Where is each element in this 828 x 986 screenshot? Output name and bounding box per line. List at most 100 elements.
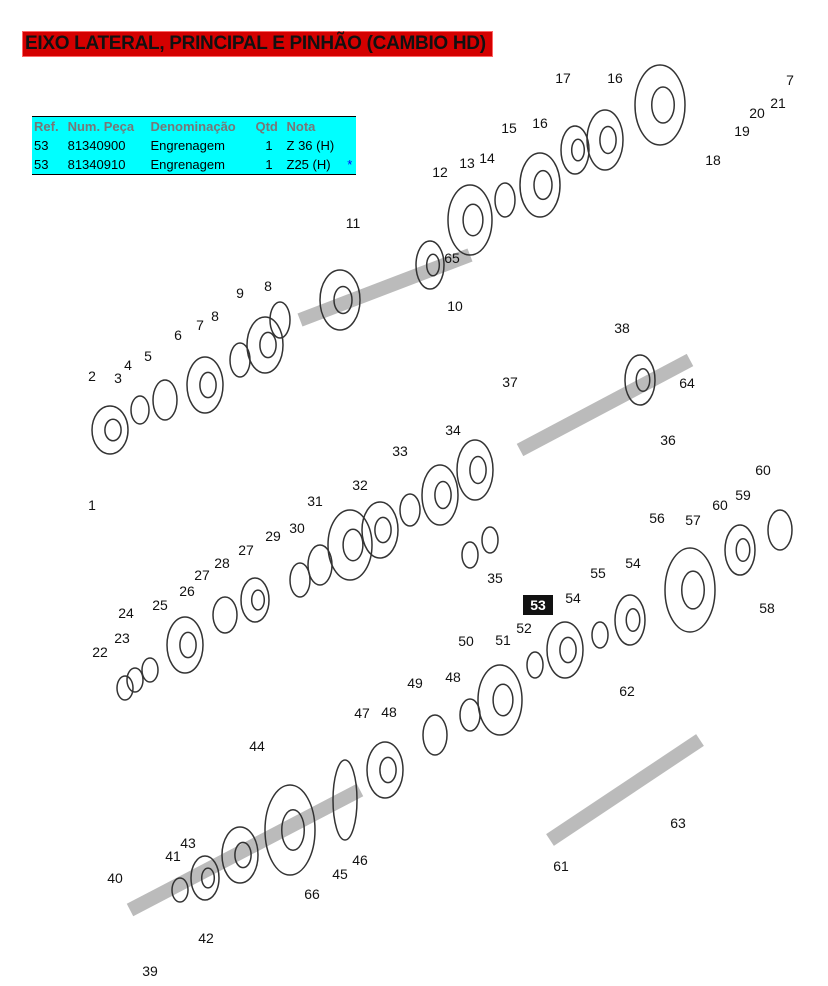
callout-8[interactable]: 8: [264, 278, 272, 294]
callout-4[interactable]: 4: [124, 357, 132, 373]
callout-9[interactable]: 9: [236, 285, 244, 301]
callout-21[interactable]: 21: [770, 95, 786, 111]
callout-66[interactable]: 66: [304, 886, 320, 902]
gear-bore: [533, 169, 553, 201]
callout-37[interactable]: 37: [502, 374, 518, 390]
callout-50[interactable]: 50: [458, 633, 474, 649]
callout-15[interactable]: 15: [501, 120, 517, 136]
callout-16[interactable]: 16: [607, 70, 623, 86]
callout-28[interactable]: 28: [214, 555, 230, 571]
callout-47[interactable]: 47: [354, 705, 370, 721]
callout-26[interactable]: 26: [179, 583, 195, 599]
callout-48[interactable]: 48: [445, 669, 461, 685]
callout-51[interactable]: 51: [495, 632, 511, 648]
svg-text:19: 19: [734, 123, 750, 139]
callout-43[interactable]: 43: [180, 835, 196, 851]
table-row[interactable]: 53 81340900 Engrenagem 1 Z 36 (H): [32, 136, 356, 155]
callout-60[interactable]: 60: [712, 497, 728, 513]
callout-56[interactable]: 56: [649, 510, 665, 526]
callout-40[interactable]: 40: [107, 870, 123, 886]
callout-41[interactable]: 41: [165, 848, 181, 864]
callout-36[interactable]: 36: [660, 432, 676, 448]
callout-12[interactable]: 12: [432, 164, 448, 180]
callout-62[interactable]: 62: [619, 683, 635, 699]
callout-61[interactable]: 61: [553, 858, 569, 874]
callout-8[interactable]: 8: [211, 308, 219, 324]
callout-27[interactable]: 27: [194, 567, 210, 583]
callout-24[interactable]: 24: [118, 605, 134, 621]
gear-bore: [651, 86, 675, 124]
svg-text:62: 62: [619, 683, 635, 699]
callout-27[interactable]: 27: [238, 542, 254, 558]
svg-text:51: 51: [495, 632, 511, 648]
callout-31[interactable]: 31: [307, 493, 323, 509]
callout-59[interactable]: 59: [735, 487, 751, 503]
gear-bore: [570, 138, 586, 162]
callout-7[interactable]: 7: [196, 317, 204, 333]
callout-32[interactable]: 32: [352, 477, 368, 493]
callout-54[interactable]: 54: [565, 590, 581, 606]
callout-11[interactable]: 11: [346, 215, 361, 231]
svg-text:7: 7: [196, 317, 204, 333]
callout-16[interactable]: 16: [532, 115, 548, 131]
callout-25[interactable]: 25: [152, 597, 168, 613]
callout-49[interactable]: 49: [407, 675, 423, 691]
callout-48[interactable]: 48: [381, 704, 397, 720]
svg-text:22: 22: [92, 644, 108, 660]
cell-part: 81340910: [67, 157, 126, 172]
svg-text:11: 11: [346, 215, 361, 231]
svg-text:6: 6: [174, 327, 182, 343]
gear-part: [319, 269, 361, 331]
gear-part: [366, 741, 404, 799]
callout-57[interactable]: 57: [685, 512, 701, 528]
col-part-number: Num. Peça: [67, 119, 135, 134]
callout-13[interactable]: 13: [459, 155, 475, 171]
callout-2[interactable]: 2: [88, 368, 96, 384]
callout-1[interactable]: 1: [88, 497, 96, 513]
callout-53[interactable]: 53: [523, 595, 553, 615]
callout-19[interactable]: 19: [734, 123, 750, 139]
table-row[interactable]: 53 81340910 Engrenagem 1 Z25 (H) *: [32, 155, 356, 175]
callout-52[interactable]: 52: [516, 620, 532, 636]
callout-30[interactable]: 30: [289, 520, 305, 536]
callout-34[interactable]: 34: [445, 422, 461, 438]
callout-29[interactable]: 29: [265, 528, 281, 544]
callout-55[interactable]: 55: [590, 565, 606, 581]
callout-18[interactable]: 18: [705, 152, 721, 168]
callout-63[interactable]: 63: [670, 815, 686, 831]
callout-35[interactable]: 35: [487, 570, 503, 586]
callout-65[interactable]: 65: [444, 250, 460, 266]
cell-ref: 53: [34, 157, 49, 172]
svg-text:4: 4: [124, 357, 132, 373]
gear-bore: [681, 570, 705, 610]
callout-42[interactable]: 42: [198, 930, 214, 946]
callout-33[interactable]: 33: [392, 443, 408, 459]
gear-part: [447, 184, 493, 256]
svg-text:53: 53: [530, 597, 546, 613]
callout-17[interactable]: 17: [555, 70, 571, 86]
callout-20[interactable]: 20: [749, 105, 765, 121]
callout-38[interactable]: 38: [614, 320, 630, 336]
callout-44[interactable]: 44: [249, 738, 265, 754]
callout-39[interactable]: 39: [142, 963, 158, 979]
svg-text:30: 30: [289, 520, 305, 536]
callout-3[interactable]: 3: [114, 370, 122, 386]
callout-54[interactable]: 54: [625, 555, 641, 571]
gear-part: [152, 379, 178, 421]
callout-5[interactable]: 5: [144, 348, 152, 364]
callout-6[interactable]: 6: [174, 327, 182, 343]
callout-46[interactable]: 46: [352, 852, 368, 868]
page-title: EIXO LATERAL, PRINCIPAL E PINHÃO (CAMBIO…: [22, 31, 493, 57]
callout-58[interactable]: 58: [759, 600, 775, 616]
callout-45[interactable]: 45: [332, 866, 348, 882]
callout-7[interactable]: 7: [786, 72, 794, 88]
callout-23[interactable]: 23: [114, 630, 130, 646]
callout-60[interactable]: 60: [755, 462, 771, 478]
callout-14[interactable]: 14: [479, 150, 495, 166]
callout-22[interactable]: 22: [92, 644, 108, 660]
svg-text:65: 65: [444, 250, 460, 266]
callout-64[interactable]: 64: [679, 375, 695, 391]
gear-part: [116, 675, 134, 701]
callout-10[interactable]: 10: [447, 298, 463, 314]
svg-text:60: 60: [755, 462, 771, 478]
